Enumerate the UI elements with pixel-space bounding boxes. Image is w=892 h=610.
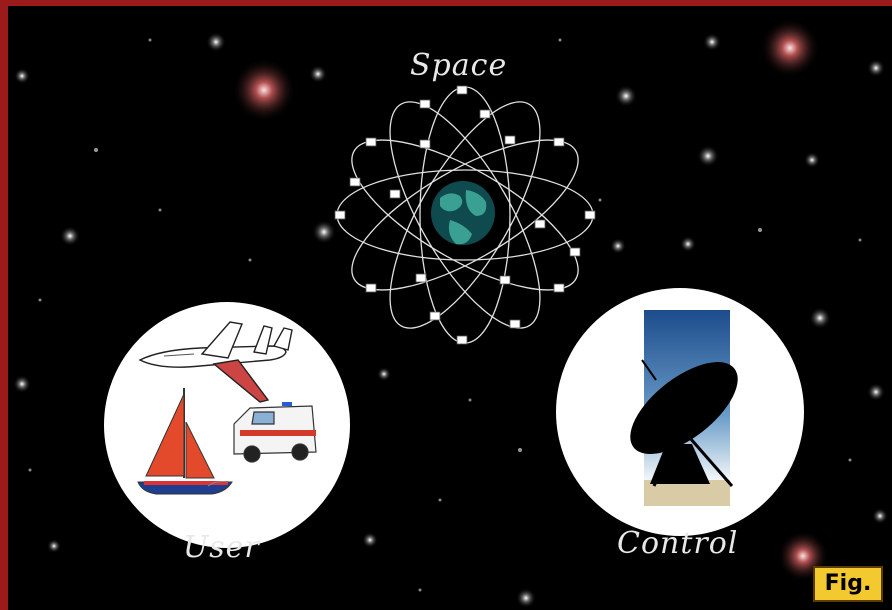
- space-segment-label: Space: [410, 48, 507, 83]
- user-segment-label: User: [183, 530, 260, 565]
- globe-icon: [431, 181, 495, 245]
- ambulance-icon: [234, 402, 316, 462]
- control-segment-disc: [556, 288, 804, 536]
- figure-number-badge: Fig. 1: [813, 566, 883, 602]
- user-segment-disc: [104, 302, 350, 548]
- control-segment-label: Control: [617, 526, 738, 561]
